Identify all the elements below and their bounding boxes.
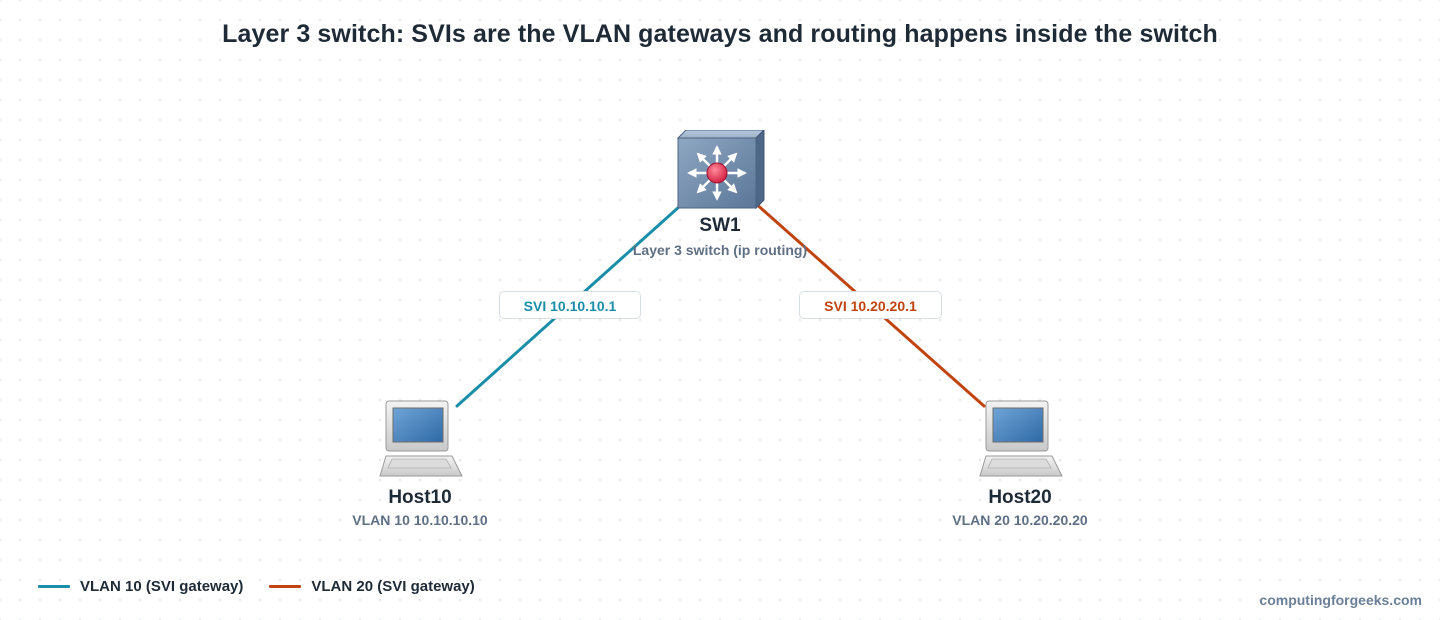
laptop-icon[interactable]: [978, 400, 1064, 480]
host20-name: Host20: [988, 487, 1052, 508]
switch-subtitle: Layer 3 switch (ip routing): [632, 242, 808, 258]
host20-subtitle: VLAN 20 10.20.20.20: [952, 512, 1088, 528]
legend-item-vlan10: VLAN 10 (SVI gateway): [38, 578, 243, 595]
multilayer-switch-icon[interactable]: [674, 130, 766, 210]
switch-name: SW1: [699, 215, 741, 236]
laptop-icon[interactable]: [378, 400, 464, 480]
legend-swatch-vlan20: [269, 585, 302, 588]
host10-name: Host10: [388, 487, 452, 508]
vlan10-svi-label: SVI 10.10.10.1: [499, 291, 641, 319]
credit-text: computingforgeeks.com: [1259, 592, 1422, 608]
diagram-title: Layer 3 switch: SVIs are the VLAN gatewa…: [222, 20, 1218, 48]
legend-label: VLAN 20 (SVI gateway): [311, 578, 475, 595]
legend-label: VLAN 10 (SVI gateway): [80, 578, 244, 595]
vlan20-svi-label: SVI 10.20.20.1: [799, 291, 942, 319]
legend-swatch-vlan10: [38, 585, 70, 588]
legend: VLAN 10 (SVI gateway) VLAN 20 (SVI gatew…: [38, 578, 501, 595]
host10-subtitle: VLAN 10 10.10.10.10: [352, 512, 488, 528]
legend-item-vlan20: VLAN 20 (SVI gateway): [269, 578, 475, 595]
